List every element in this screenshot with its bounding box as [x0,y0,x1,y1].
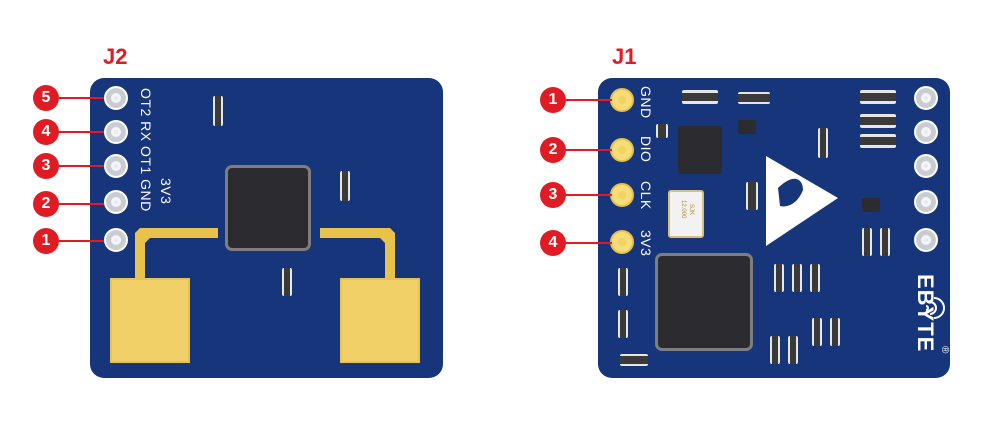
pin-pad [914,228,938,252]
smd-component [340,171,350,201]
smd-component [656,124,668,138]
pin-badge-4: 4 [33,119,59,145]
smd-component [682,90,718,104]
smd-component [860,114,896,128]
radar-board-back: GND DIO CLK 3V3 SJK 12.000 EBYTE ® [598,78,950,378]
pin-badge-1: 1 [540,87,566,113]
brand-ebyte: EBYTE [913,274,938,353]
pin-badge-2: 2 [540,137,566,163]
pin-pad [914,190,938,214]
silk-label-row1: OT2 RX OT1 GND [138,88,154,212]
pin-pad-4 [104,120,128,144]
pin-pad-1 [104,228,128,252]
smd-component [282,268,292,296]
pin-lead-2 [59,203,104,205]
smd-component [738,92,770,104]
smd-component [862,228,872,256]
pin-lead-1 [59,240,104,242]
smd-component [746,182,758,210]
smd-component [788,336,798,364]
smd-component [860,134,896,148]
pin-badge-3: 3 [33,153,59,179]
pin-pad [914,120,938,144]
pin-badge-4: 4 [540,230,566,256]
crystal-oscillator: SJK 12.000 [668,190,704,238]
pin-lead-1 [566,99,612,101]
gold-pad-3 [610,183,634,207]
smd-component [880,228,890,256]
pin-badge-5: 5 [33,85,59,111]
transistor [738,120,756,134]
transistor [862,198,880,212]
header-j1: J1 [612,44,637,69]
smd-component [792,264,802,292]
pin-lead-2 [566,149,612,151]
pin-pad-2 [104,190,128,214]
pin-lead-3 [566,194,612,196]
pin-pad [914,154,938,178]
header-j2: J2 [103,44,128,69]
registered-mark: ® [939,346,950,354]
pin-lead-4 [566,242,612,244]
radar-chip [228,168,308,248]
pin-badge-3: 3 [540,182,566,208]
smd-component [812,318,822,346]
silk-label-row2: 3V3 [158,178,174,205]
smd-component [818,128,828,158]
pin-badge-2: 2 [33,191,59,217]
smd-component [860,90,896,104]
radar-board-front: OT2 RX OT1 GND 3V3 [90,78,443,378]
gold-pad-2 [610,138,634,162]
smd-component [774,264,784,292]
small-ic [678,126,722,174]
antenna-traces [110,228,420,363]
smd-component [810,264,820,292]
pin-pad-5 [104,86,128,110]
pin-lead-4 [59,131,104,133]
main-chip [658,256,750,348]
pin-lead-5 [59,97,104,99]
smd-component [213,96,223,126]
smd-component [618,310,628,338]
pin-lead-3 [59,165,104,167]
pin-badge-1: 1 [33,228,59,254]
pin-pad [914,86,938,110]
smd-component [830,318,840,346]
brand-logo-icon [766,156,945,319]
smd-component [618,268,628,296]
smd-component [620,354,648,366]
smd-component [770,336,780,364]
pin-pad-3 [104,154,128,178]
